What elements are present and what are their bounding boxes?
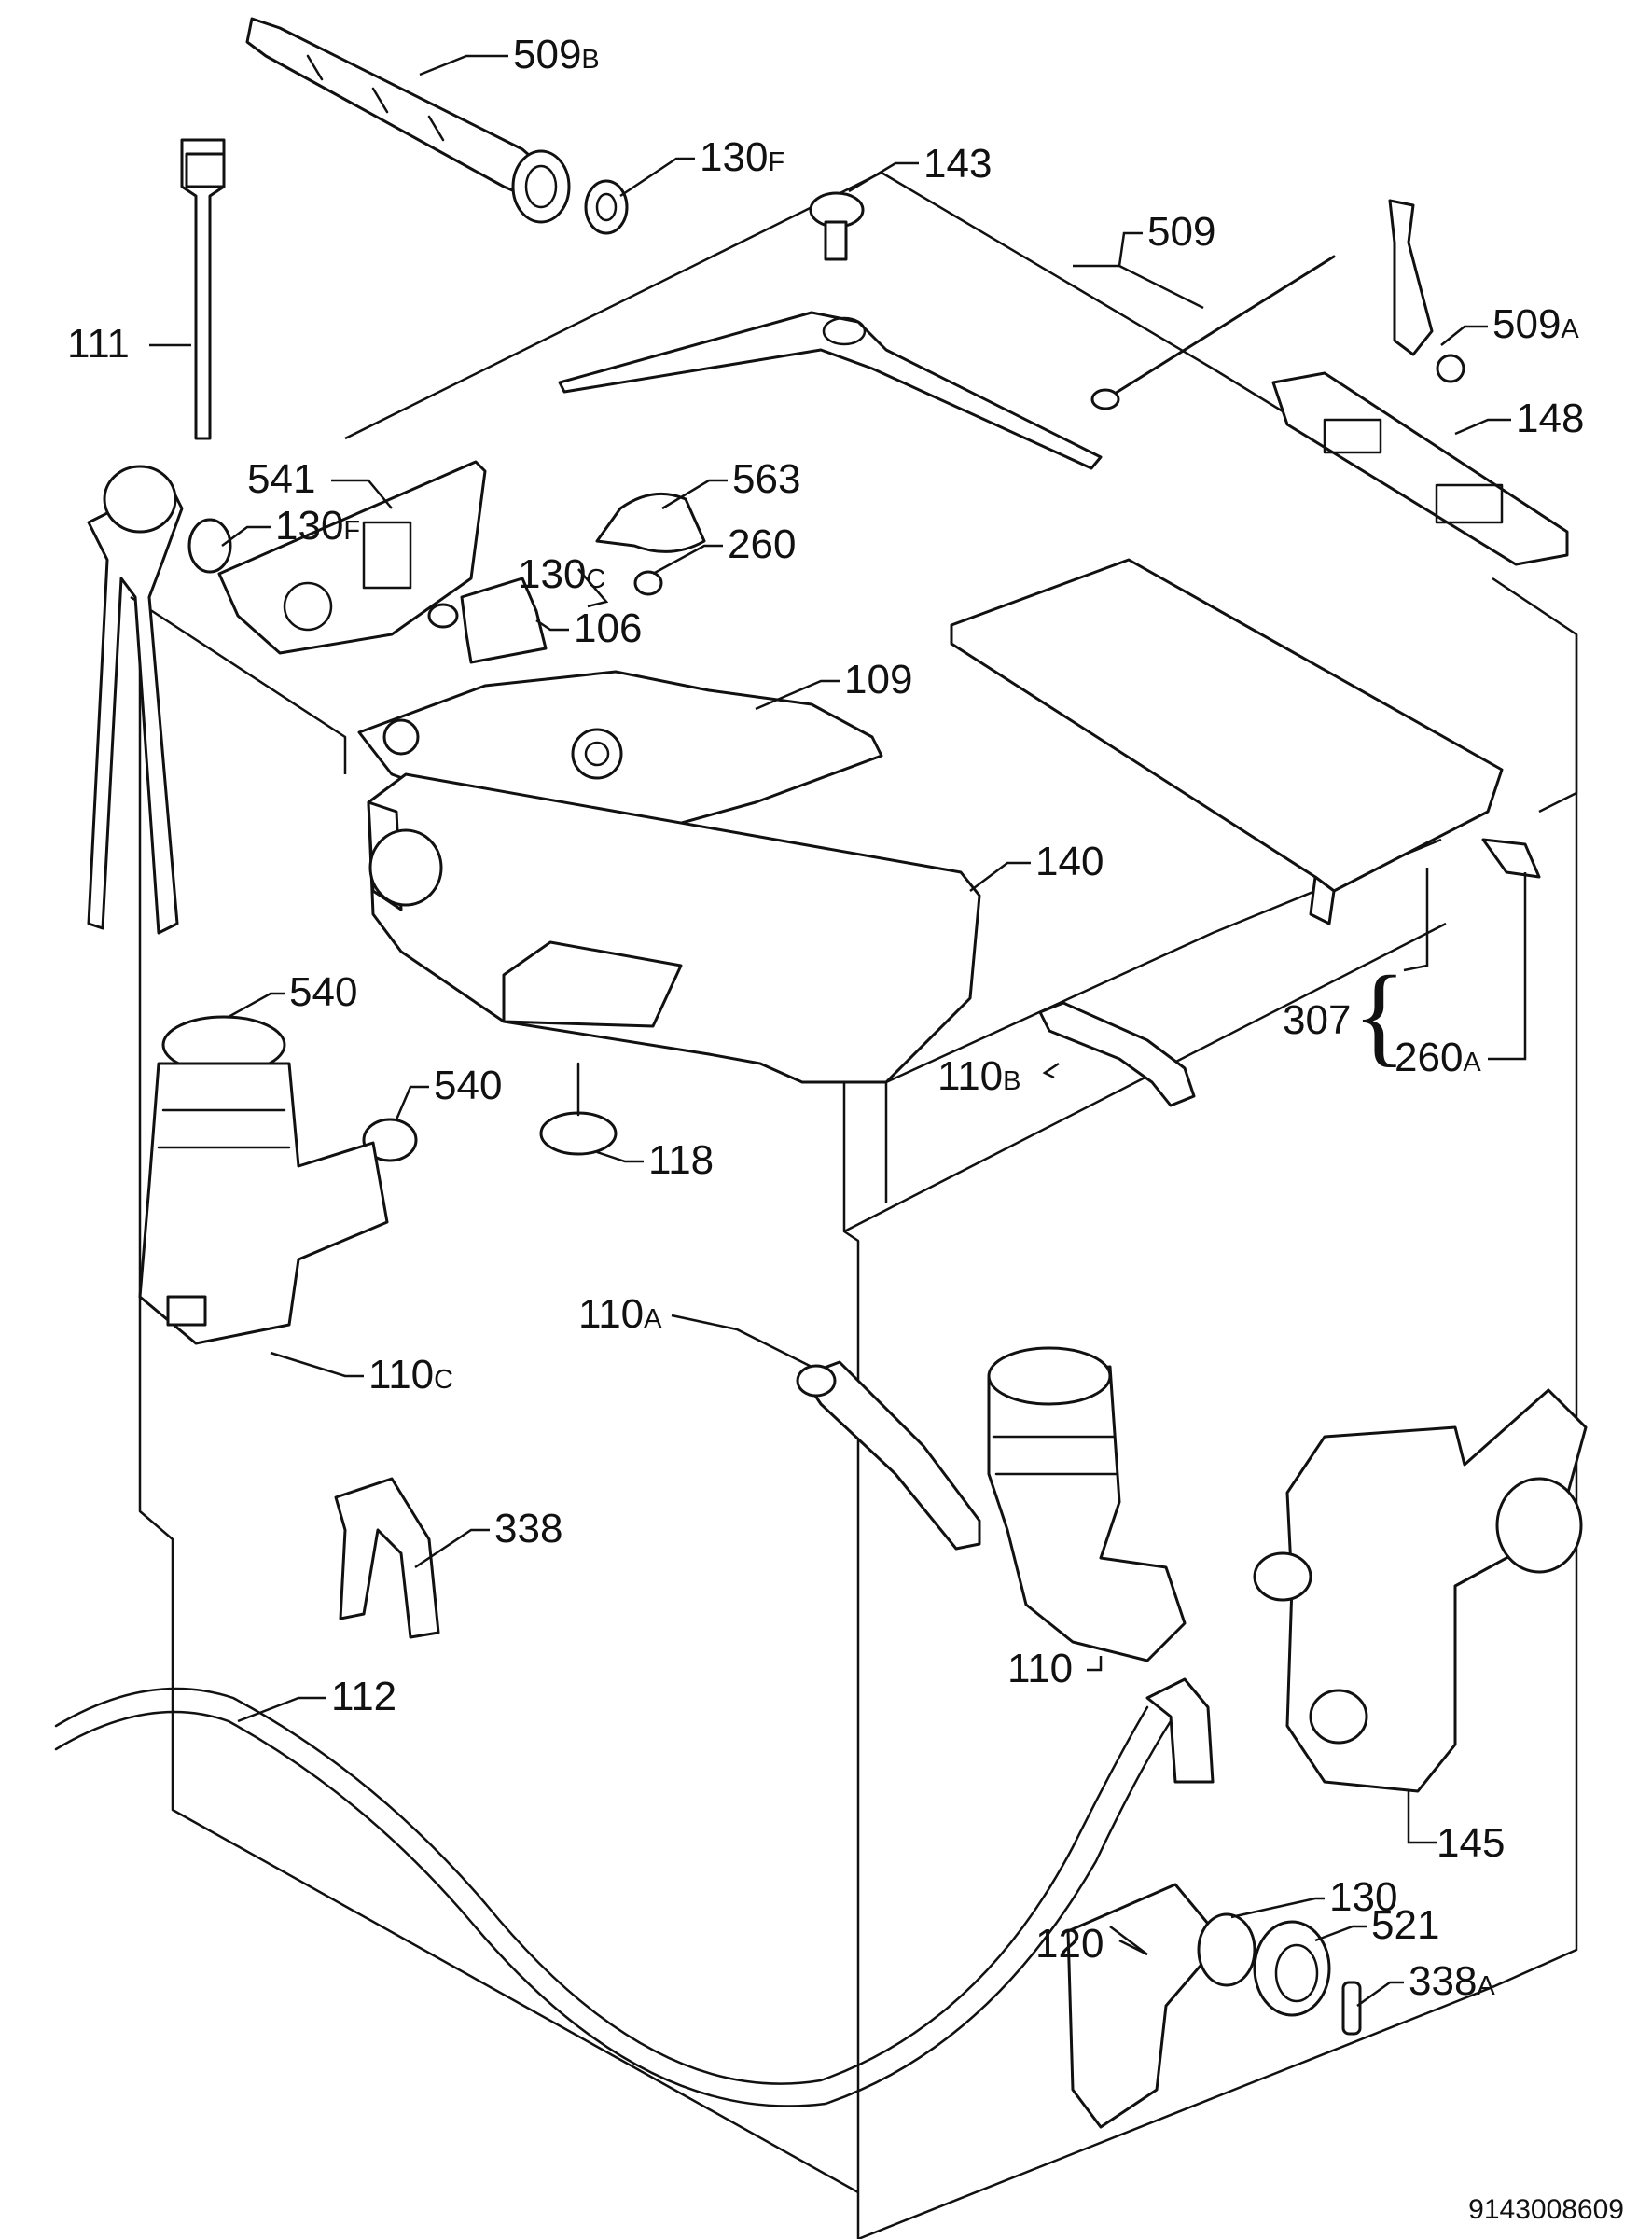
cap-521 [1253, 1920, 1331, 2017]
spring-260 [633, 570, 663, 596]
rod-509 [1090, 255, 1336, 410]
label-112: 112 [331, 1674, 396, 1719]
label-260: 260 [728, 522, 796, 567]
label-130c: 130C [518, 551, 605, 597]
label-540-top: 540 [289, 969, 357, 1015]
label-130f-top: 130F [700, 134, 784, 180]
clip-260a [1481, 838, 1541, 879]
bellows-110c [138, 1062, 389, 1345]
label-260a: 260A [1395, 1035, 1481, 1080]
valve-106 [460, 577, 548, 664]
label-509b: 509B [513, 32, 600, 77]
seal-130 [1197, 1912, 1256, 1987]
bracket-509a [1388, 199, 1465, 383]
label-509: 509 [1147, 209, 1215, 255]
clamp-540-mid [362, 1118, 418, 1162]
drawer-307 [950, 558, 1504, 925]
label-110: 110 [1007, 1646, 1073, 1691]
hose-110a [796, 1360, 981, 1551]
valve-130c [427, 603, 459, 629]
inlet-hose-509b [245, 17, 571, 224]
label-111: 111 [67, 321, 130, 367]
filter-120 [1066, 1883, 1224, 2129]
leader-lines [149, 54, 1527, 2008]
seal-130f-top [584, 179, 629, 235]
brace-307: { [1353, 953, 1407, 1077]
label-110a: 110A [578, 1291, 662, 1337]
label-140: 140 [1035, 839, 1104, 884]
label-338a: 338A [1409, 1958, 1495, 2004]
label-120: 120 [1035, 1921, 1104, 1967]
bellows-110 [987, 1346, 1187, 1662]
label-143: 143 [923, 141, 992, 187]
label-338: 338 [494, 1506, 562, 1551]
pump-145 [1253, 1388, 1588, 1793]
dispenser-tray-140 [367, 772, 981, 1084]
label-130f-mid: 130F [275, 503, 360, 549]
part-labels: 509B 130F 143 509 509A 111 148 541 130F … [67, 32, 1584, 2004]
cap-563 [595, 492, 706, 553]
drain-hose-112 [54, 1677, 1215, 2107]
hose-110b [1038, 1001, 1196, 1107]
label-110b: 110B [937, 1053, 1021, 1099]
drawing-code: 9143008609 [1468, 2194, 1624, 2225]
label-563: 563 [732, 456, 800, 502]
lever-509 [558, 311, 1103, 470]
label-307: 307 [1283, 997, 1351, 1043]
fill-hose-111 [180, 138, 226, 440]
label-106: 106 [574, 605, 642, 651]
label-145: 145 [1437, 1820, 1505, 1866]
label-541: 541 [247, 456, 315, 502]
label-110c: 110C [368, 1352, 453, 1398]
clip-338a [1341, 1981, 1362, 2036]
nut-118 [539, 1062, 618, 1156]
label-509a: 509A [1492, 301, 1579, 347]
switch-148 [1271, 371, 1569, 566]
drain-hose-left [87, 465, 184, 935]
label-109: 109 [844, 657, 912, 702]
label-130: 130 [1329, 1874, 1397, 1920]
label-148: 148 [1516, 396, 1584, 441]
label-118: 118 [648, 1137, 714, 1183]
seal-130f-mid [187, 518, 232, 574]
panel-541 [217, 460, 487, 655]
clip-338 [334, 1477, 440, 1639]
label-521: 521 [1371, 1902, 1439, 1948]
knob-143 [809, 191, 865, 261]
label-540-mid: 540 [434, 1063, 502, 1108]
